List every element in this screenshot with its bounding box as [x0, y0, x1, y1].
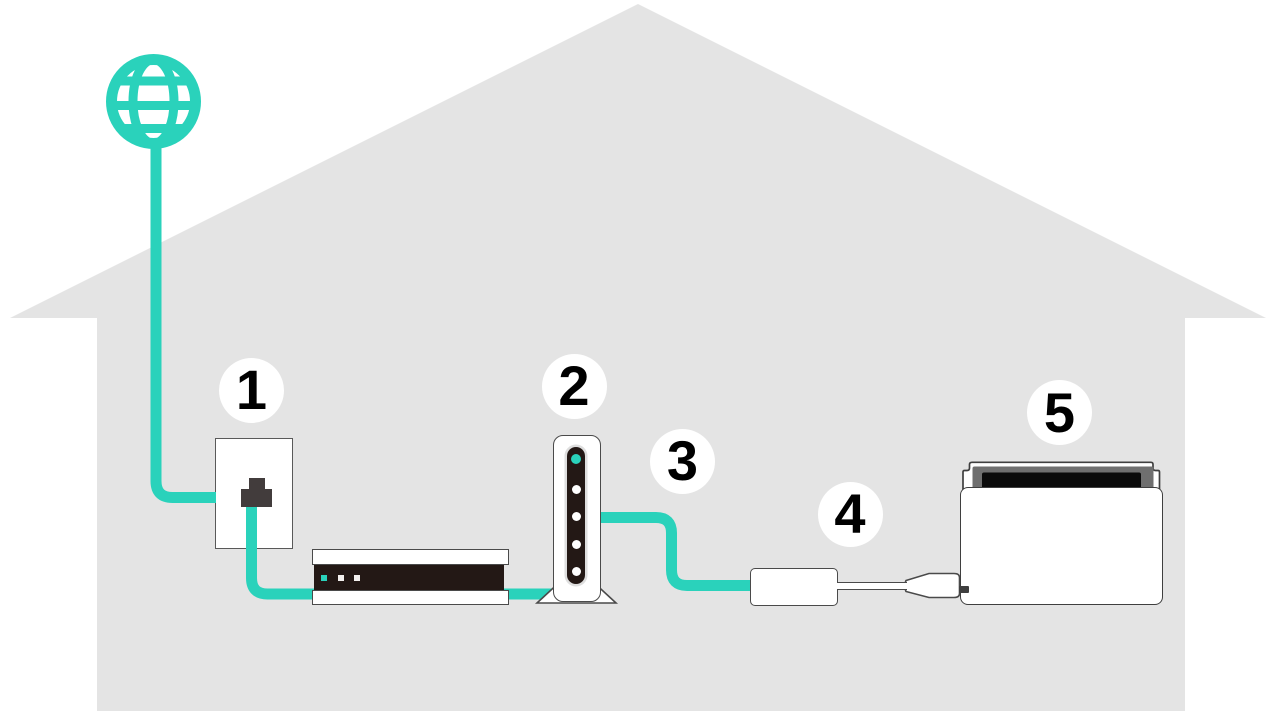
wall-jack-connector-body [241, 489, 272, 507]
router-led-2 [571, 512, 581, 521]
modem-bottom-panel [311, 589, 509, 605]
router-led-1 [571, 484, 581, 494]
usb-cable [837, 582, 907, 590]
house-silhouette [10, 4, 1266, 711]
console-back-panel [972, 466, 1154, 489]
modem-led-2 [337, 574, 344, 581]
console-dock-icon [960, 487, 1163, 605]
globe-icon [106, 54, 201, 149]
step-badge-2: 2 [541, 353, 607, 419]
step-badge-4: 4 [817, 481, 883, 547]
modem-led-3 [353, 574, 360, 581]
router-led-3 [571, 540, 581, 549]
router-led-power [571, 454, 581, 464]
lan-adapter-icon [750, 567, 838, 606]
usb-plug-icon [903, 572, 961, 599]
cable-internet-to-jack [150, 139, 216, 503]
modem-icon [314, 564, 504, 590]
modem-top-panel [311, 548, 509, 565]
router-led-4 [571, 566, 581, 576]
docked-console [962, 461, 1161, 490]
wall-jack-connector-icon [249, 478, 265, 492]
step-badge-5: 5 [1027, 380, 1092, 445]
modem-led-power [320, 574, 327, 581]
cable-router-to-adapter [590, 512, 752, 591]
dock-usb-port [959, 586, 969, 593]
step-badge-3: 3 [650, 428, 715, 494]
step-badge-1: 1 [219, 357, 284, 423]
